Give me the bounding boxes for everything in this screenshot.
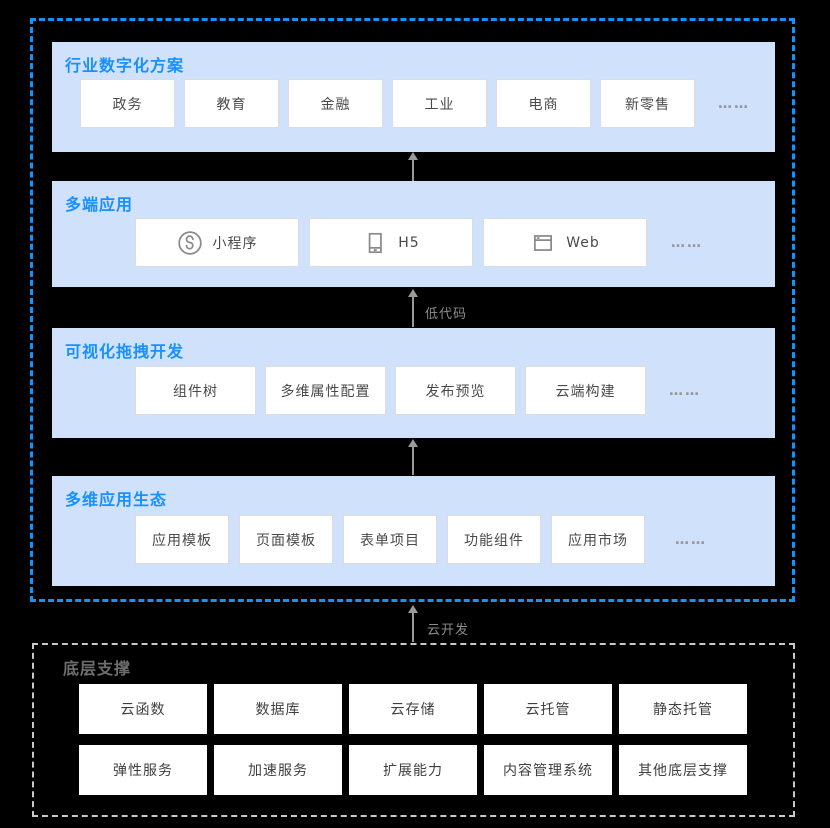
- ellipsis-more: ……: [671, 234, 703, 251]
- ellipsis-more: ……: [675, 531, 707, 548]
- app-target-h5: H5: [309, 218, 473, 267]
- ecosystem-item: 页面模板: [239, 515, 333, 564]
- ecosystem-item: 应用模板: [135, 515, 229, 564]
- industry-item: 工业: [392, 79, 487, 128]
- ellipsis-more: ……: [718, 95, 750, 112]
- up-arrow-icon: [407, 439, 419, 475]
- visual-dev-item: 组件树: [135, 366, 256, 415]
- industry-item: 金融: [288, 79, 383, 128]
- miniprogram-icon: [177, 230, 202, 255]
- up-arrow-icon: [407, 605, 419, 642]
- platform-dashed-frame: [30, 18, 795, 602]
- up-arrow-icon: [407, 289, 419, 327]
- foundation-row-1: 云函数 数据库 云存储 云托管 静态托管: [79, 684, 747, 734]
- industry-box-row: 政务 教育 金融 工业 电商 新零售 ……: [80, 79, 750, 128]
- section-title: 可视化拖拽开发: [65, 342, 185, 361]
- app-target-miniprogram: 小程序: [135, 218, 299, 267]
- section-title: 底层支撑: [63, 659, 132, 678]
- app-target-label: H5: [398, 234, 420, 251]
- ecosystem-item: 表单项目: [343, 515, 437, 564]
- section-title: 多维应用生态: [65, 490, 168, 509]
- connector-label-low-code: 低代码: [425, 307, 468, 322]
- foundation-item: 静态托管: [619, 684, 747, 734]
- section-foundation-support: 底层支撑 云函数 数据库 云存储 云托管 静态托管 弹性服务 加速服务 扩展能力…: [32, 643, 795, 817]
- connector-label-cloud-dev: 云开发: [427, 623, 470, 638]
- visual-dev-box-row: 组件树 多维属性配置 发布预览 云端构建 ……: [135, 366, 701, 415]
- foundation-item: 云函数: [79, 684, 207, 734]
- ecosystem-item: 应用市场: [551, 515, 645, 564]
- up-arrow-icon: [407, 152, 419, 181]
- industry-item: 电商: [496, 79, 591, 128]
- section-industry-solutions: 行业数字化方案 政务 教育 金融 工业 电商 新零售 ……: [52, 42, 775, 152]
- app-target-label: 小程序: [212, 235, 258, 252]
- foundation-item: 云托管: [484, 684, 612, 734]
- ellipsis-more: ……: [669, 382, 701, 399]
- multi-end-box-row: 小程序 H5 Web ……: [135, 218, 703, 267]
- foundation-item: 数据库: [214, 684, 342, 734]
- section-multi-end-apps: 多端应用 小程序 H5: [52, 181, 775, 287]
- foundation-row-2: 弹性服务 加速服务 扩展能力 内容管理系统 其他底层支撑: [79, 745, 747, 795]
- visual-dev-item: 发布预览: [395, 366, 516, 415]
- section-title: 行业数字化方案: [65, 56, 185, 75]
- foundation-item: 其他底层支撑: [619, 745, 747, 795]
- section-title: 多端应用: [65, 195, 134, 214]
- visual-dev-item: 云端构建: [525, 366, 646, 415]
- section-app-ecosystem: 多维应用生态 应用模板 页面模板 表单项目 功能组件 应用市场 ……: [52, 476, 775, 586]
- industry-item: 教育: [184, 79, 279, 128]
- app-target-label: Web: [566, 234, 600, 251]
- foundation-item: 加速服务: [214, 745, 342, 795]
- industry-item: 政务: [80, 79, 175, 128]
- foundation-item: 内容管理系统: [484, 745, 612, 795]
- ecosystem-box-row: 应用模板 页面模板 表单项目 功能组件 应用市场 ……: [135, 515, 707, 564]
- visual-dev-item: 多维属性配置: [265, 366, 386, 415]
- foundation-item: 云存储: [349, 684, 477, 734]
- foundation-item: 扩展能力: [349, 745, 477, 795]
- phone-icon: [368, 232, 383, 253]
- section-visual-development: 可视化拖拽开发 组件树 多维属性配置 发布预览 云端构建 ……: [52, 328, 775, 438]
- ecosystem-item: 功能组件: [447, 515, 541, 564]
- industry-item: 新零售: [600, 79, 695, 128]
- browser-icon: [534, 234, 553, 251]
- app-target-web: Web: [483, 218, 647, 267]
- foundation-item: 弹性服务: [79, 745, 207, 795]
